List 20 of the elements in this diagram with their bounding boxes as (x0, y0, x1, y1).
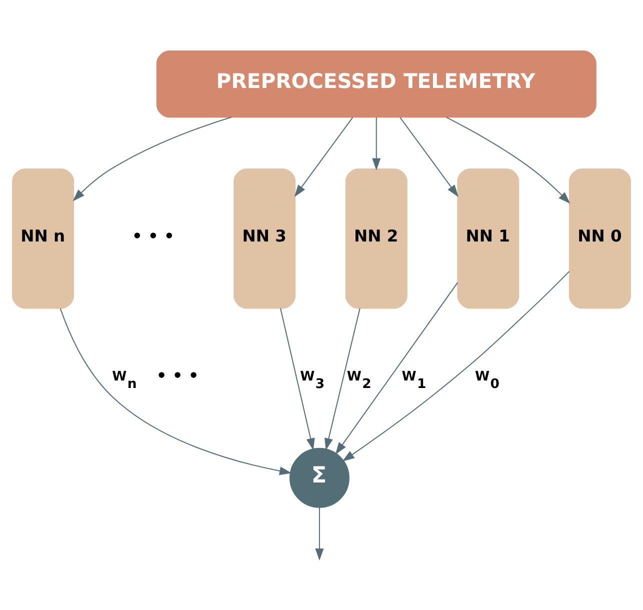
node-box: NN 0 (568, 168, 631, 308)
arrow (315, 506, 324, 560)
arrow (335, 282, 458, 454)
node-box: NN n (12, 168, 74, 308)
arrow (60, 308, 292, 475)
label: • • • (156, 366, 199, 385)
node-circle: Σ (289, 447, 350, 508)
arrow (372, 116, 381, 170)
arrow (72, 116, 232, 201)
node-box: NN 3 (234, 168, 296, 308)
node-box: NN 1 (457, 168, 520, 308)
label: • • • (132, 226, 174, 245)
arrow (446, 116, 570, 204)
arrow (400, 116, 458, 196)
arrow (294, 116, 354, 196)
node-box: PREPROCESSED TELEMETRY (156, 50, 596, 118)
arrow (324, 308, 360, 450)
node-box: NN 2 (345, 168, 408, 308)
arrow (342, 270, 570, 461)
arrow (280, 308, 315, 450)
